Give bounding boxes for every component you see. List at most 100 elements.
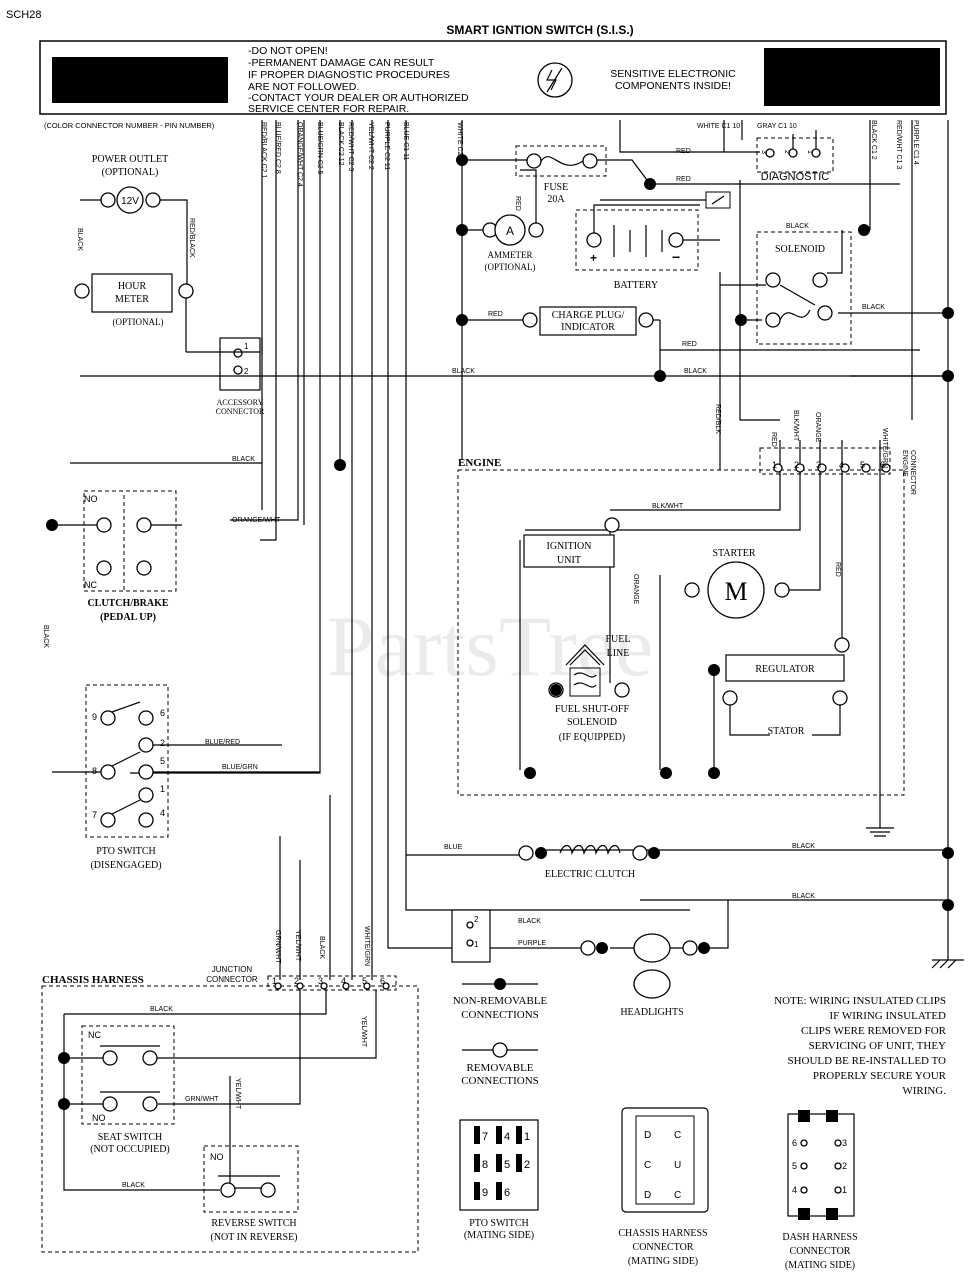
svg-text:BLACK: BLACK	[862, 304, 885, 311]
svg-text:CONNECTOR: CONNECTOR	[790, 1246, 851, 1257]
svg-text:ORANGE: ORANGE	[814, 412, 821, 443]
svg-text:A: A	[506, 224, 514, 238]
svg-text:IF WIRING INSULATED: IF WIRING INSULATED	[829, 1010, 946, 1022]
svg-text:INDICATOR: INDICATOR	[561, 322, 615, 333]
sis-label-black-left	[52, 57, 228, 103]
sis-box	[39, 40, 947, 115]
svg-text:5: 5	[860, 460, 865, 470]
svg-text:BLUE: BLUE	[444, 844, 463, 851]
svg-text:RED/BLACK: RED/BLACK	[188, 218, 195, 258]
svg-text:3: 3	[760, 150, 767, 154]
svg-text:PURPLE C1 4: PURPLE C1 4	[912, 120, 919, 165]
svg-text:BLACK: BLACK	[786, 223, 809, 230]
svg-text:7: 7	[92, 810, 97, 820]
red-wire-tag: RED	[682, 341, 697, 348]
seat-switch: NC NO SEAT SWITCH (NOT OCCUPIED)	[64, 1025, 175, 1155]
svg-text:RED: RED	[514, 196, 521, 211]
sis-label-black-right	[764, 48, 940, 106]
svg-text:NO: NO	[84, 494, 98, 504]
svg-text:BLUE/GRN: BLUE/GRN	[222, 764, 258, 771]
color-connector-legend: (COLOR CONNECTOR NUMBER - PIN NUMBER)	[44, 121, 215, 130]
svg-text:BLUE/RED C2 8: BLUE/RED C2 8	[274, 122, 281, 174]
svg-text:2: 2	[160, 738, 165, 748]
svg-text:BLK/WHT: BLK/WHT	[792, 410, 799, 442]
engine-ground	[866, 800, 894, 837]
svg-text:C: C	[644, 1160, 651, 1171]
svg-text:UNIT: UNIT	[557, 555, 581, 566]
svg-text:REGULATOR: REGULATOR	[755, 664, 815, 675]
svg-text:PTO SWITCH: PTO SWITCH	[469, 1218, 529, 1229]
svg-text:GRN/WHT: GRN/WHT	[185, 1096, 219, 1103]
svg-text:METER: METER	[115, 294, 149, 305]
svg-text:BLK/WHT: BLK/WHT	[652, 503, 684, 510]
hour-meter: HOUR METER (OPTIONAL)	[74, 273, 194, 352]
electrostatic-warning-icon	[537, 62, 573, 98]
starter-motor: STARTER M	[684, 520, 821, 619]
svg-text:CONNECTIONS: CONNECTIONS	[461, 1075, 539, 1087]
svg-text:NC: NC	[88, 1030, 101, 1040]
svg-text:REMOVABLE: REMOVABLE	[466, 1062, 533, 1074]
black-wire-tag: BLACK	[684, 368, 707, 375]
svg-text:8: 8	[482, 1159, 488, 1171]
svg-text:5: 5	[160, 756, 165, 766]
svg-text:4: 4	[504, 1131, 510, 1143]
svg-text:6: 6	[160, 708, 165, 718]
svg-text:ORANGE/WHT C2 4: ORANGE/WHT C2 4	[296, 122, 303, 187]
svg-text:BLACK: BLACK	[122, 1182, 145, 1189]
main-wires	[70, 120, 949, 960]
svg-text:2: 2	[294, 976, 299, 986]
svg-text:HEADLIGHTS: HEADLIGHTS	[620, 1007, 683, 1018]
svg-text:CLIPS WERE REMOVED FOR: CLIPS WERE REMOVED FOR	[801, 1025, 947, 1037]
svg-text:2: 2	[794, 460, 799, 470]
svg-text:-PERMANENT DAMAGE CAN RESULT: -PERMANENT DAMAGE CAN RESULT	[248, 57, 435, 69]
svg-text:BLACK: BLACK	[42, 625, 49, 648]
svg-text:2: 2	[842, 1161, 847, 1171]
svg-text:BATTERY: BATTERY	[614, 280, 658, 291]
svg-text:U: U	[674, 1160, 681, 1171]
svg-text:D: D	[644, 1190, 651, 1201]
svg-text:9: 9	[482, 1187, 488, 1199]
svg-text:ACCESSORY: ACCESSORY	[217, 398, 264, 407]
svg-text:4: 4	[160, 808, 165, 818]
svg-text:-CONTACT YOUR DEALER OR AUTHOR: -CONTACT YOUR DEALER OR AUTHORIZED	[248, 92, 469, 104]
svg-text:(IF EQUIPPED): (IF EQUIPPED)	[559, 732, 625, 743]
svg-text:BLACK: BLACK	[150, 1006, 173, 1013]
svg-text:D: D	[644, 1130, 651, 1141]
svg-text:6: 6	[380, 976, 385, 986]
svg-text:2: 2	[783, 150, 790, 154]
svg-text:BLACK: BLACK	[792, 843, 815, 850]
svg-text:YEL/WHT: YEL/WHT	[294, 930, 301, 962]
svg-text:1: 1	[272, 976, 277, 986]
svg-text:8: 8	[92, 766, 97, 776]
svg-text:ENGINE: ENGINE	[458, 457, 501, 469]
svg-text:3: 3	[842, 1138, 847, 1148]
svg-text:CHASSIS HARNESS: CHASSIS HARNESS	[618, 1228, 707, 1239]
svg-text:12V: 12V	[121, 196, 139, 207]
svg-text:WHITE C1 10: WHITE C1 10	[697, 123, 740, 130]
svg-text:6: 6	[792, 1138, 797, 1148]
svg-text:STARTER: STARTER	[712, 548, 755, 559]
svg-text:(PEDAL UP): (PEDAL UP)	[100, 612, 156, 623]
svg-text:-DO NOT OPEN!: -DO NOT OPEN!	[248, 45, 328, 57]
svg-text:NC: NC	[84, 580, 97, 590]
svg-text:1: 1	[474, 940, 479, 949]
svg-text:SHOULD BE RE-INSTALLED TO: SHOULD BE RE-INSTALLED TO	[787, 1055, 946, 1067]
chassis-ground	[931, 959, 964, 969]
reverse-switch: NO REVERSE SWITCH (NOT IN REVERSE)	[203, 1145, 299, 1243]
svg-text:CLUTCH/BRAKE: CLUTCH/BRAKE	[87, 598, 168, 609]
svg-text:(MATING SIDE): (MATING SIDE)	[785, 1260, 855, 1271]
svg-text:YEL/WHT: YEL/WHT	[360, 1016, 367, 1048]
svg-text:CONNECTOR: CONNECTOR	[206, 975, 258, 984]
svg-text:5: 5	[362, 976, 367, 986]
svg-text:1: 1	[244, 342, 249, 351]
svg-text:(OPTIONAL): (OPTIONAL)	[102, 167, 159, 178]
svg-text:PROPERLY SECURE YOUR: PROPERLY SECURE YOUR	[813, 1070, 947, 1082]
electric-clutch: BLUE ELECTRIC CLUTCH BLACK BLACK	[406, 843, 815, 900]
svg-text:BLACK: BLACK	[518, 918, 541, 925]
svg-text:SERVICING OF UNIT, THEY: SERVICING OF UNIT, THEY	[809, 1040, 946, 1052]
svg-text:(NOT OCCUPIED): (NOT OCCUPIED)	[90, 1144, 170, 1155]
svg-text:SERVICE CENTER FOR REPAIR.: SERVICE CENTER FOR REPAIR.	[248, 103, 409, 115]
